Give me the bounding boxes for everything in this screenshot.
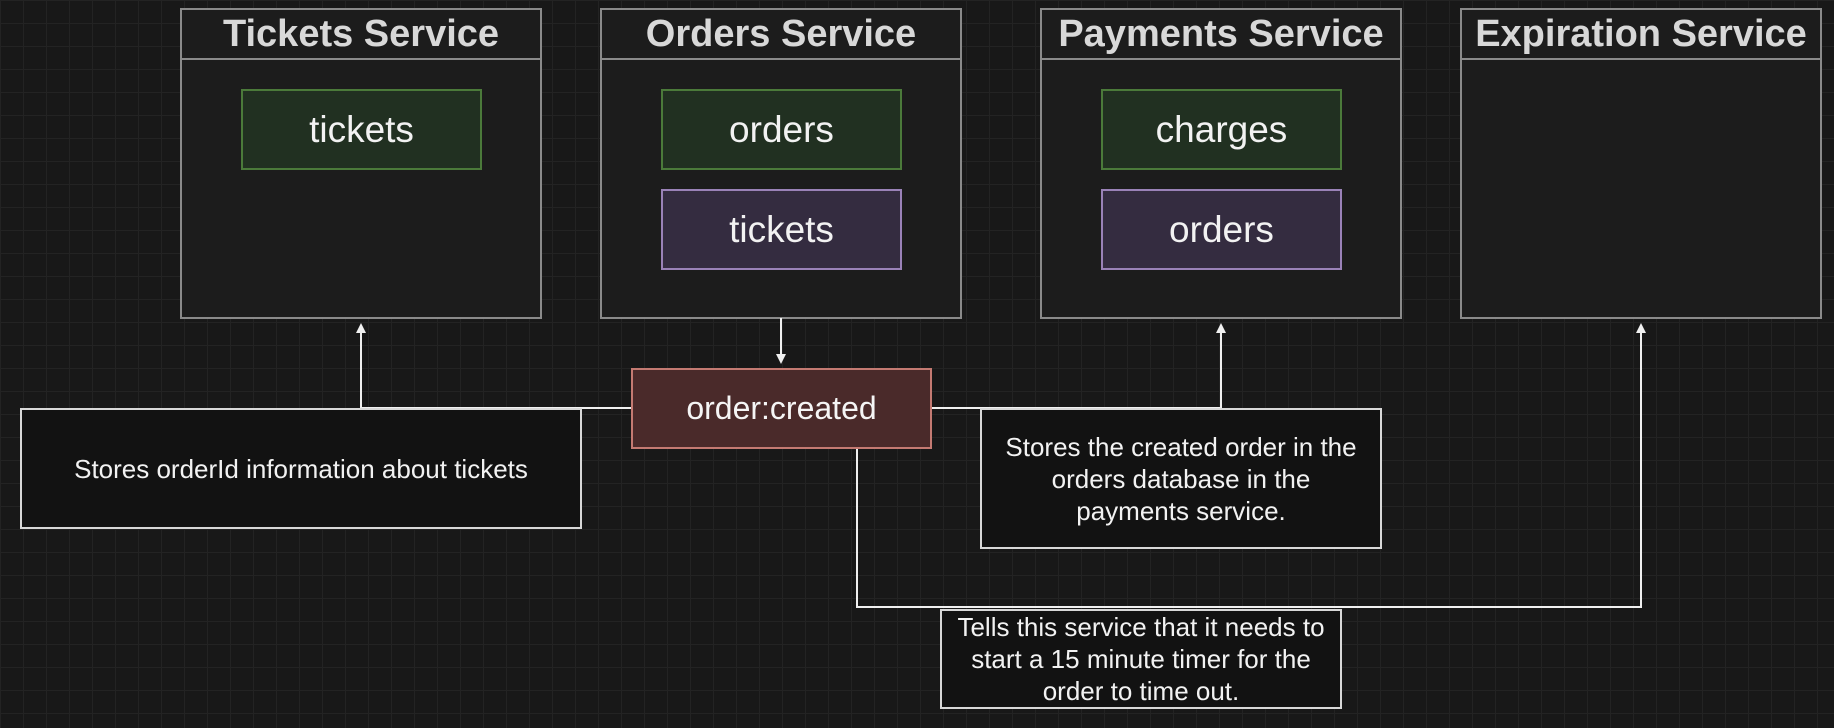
event-to-payments-arrow (932, 323, 1226, 409)
expiration-service: Expiration Service (1460, 8, 1822, 319)
orders-database: orders (661, 89, 902, 170)
orders-tickets-database: tickets (661, 189, 902, 270)
event-to-expiration-arrow (856, 323, 1646, 608)
event-to-tickets-arrow (356, 323, 631, 409)
payments-service-title: Payments Service (1042, 10, 1400, 60)
tickets-service-title: Tickets Service (182, 10, 540, 60)
expiration-note: Tells this service that it needs to star… (940, 609, 1342, 709)
expiration-service-title: Expiration Service (1462, 10, 1820, 60)
payments-note: Stores the created order in the orders d… (980, 408, 1382, 549)
tickets-database: tickets (241, 89, 482, 170)
tickets-service: Tickets Service tickets (180, 8, 542, 319)
orders-service: Orders Service orders tickets (600, 8, 962, 319)
payments-service: Payments Service charges orders (1040, 8, 1402, 319)
orders-service-title: Orders Service (602, 10, 960, 60)
order-created-event: order:created (631, 368, 932, 449)
payments-orders-database: orders (1101, 189, 1342, 270)
tickets-note: Stores orderId information about tickets (20, 408, 582, 529)
charges-database: charges (1101, 89, 1342, 170)
